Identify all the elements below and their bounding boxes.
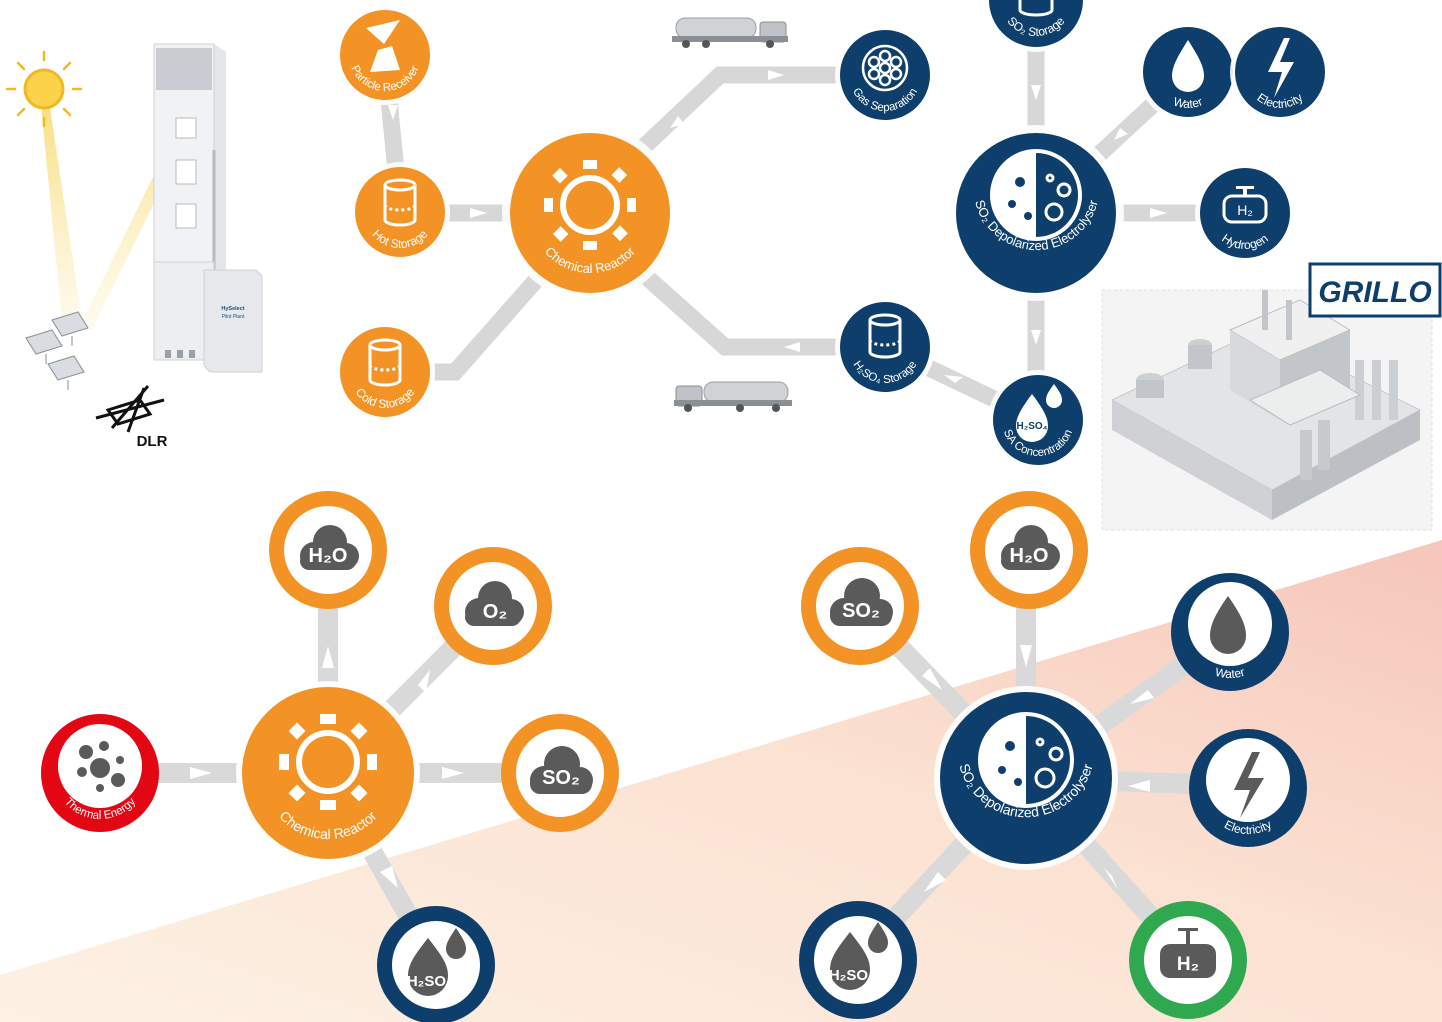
node-gas-separation: Gas Separation (835, 25, 935, 125)
bl-h2o-label: H₂O (309, 545, 348, 567)
br-node-h2: H₂ (1129, 901, 1247, 1019)
acid-drop-icon (408, 928, 466, 996)
sa-symbol: H₂SO₄ (1017, 421, 1048, 432)
pilot-plant-tower: HySelect Pilot Plant (153, 43, 263, 373)
solar-pilot-plant: HySelect Pilot Plant DLR (5, 43, 263, 450)
cloud-icon (530, 746, 593, 794)
svg-text:Electricity: Electricity (1222, 817, 1274, 837)
tank-icon (1018, 0, 1054, 17)
electrolyser-icon (978, 712, 1074, 808)
br-node-h2o: H₂O (970, 491, 1088, 609)
heliostat-icon (25, 311, 89, 390)
sun-icon (5, 50, 83, 128)
bl-o2-label: O₂ (483, 601, 507, 623)
node-h2so4-storage: H₂SO₄ Storage (835, 297, 935, 397)
node-sa-concentration: H₂SO₄ SA Concentration (988, 370, 1088, 470)
dlr-logo: DLR (95, 385, 168, 450)
tank-icon (868, 313, 902, 359)
tanker-truck-icon (674, 381, 792, 412)
lightning-icon (1234, 752, 1264, 818)
background-band (0, 540, 1442, 1022)
reactor-icon (279, 714, 377, 810)
br-node-electricity: Electricity (1189, 729, 1307, 847)
br-node-electrolyser: SO₂ Depolarized Electrolyser (934, 686, 1118, 870)
bottom-left-arrowheads (190, 646, 464, 888)
br-h2o-label: H₂O (1010, 545, 1049, 567)
svg-text:Hydrogen: Hydrogen (1219, 231, 1270, 252)
br-h2-label: H₂ (1177, 954, 1199, 975)
br-electricity-label: Electricity (1222, 817, 1274, 837)
node-chemical-reactor: Chemical Reactor (502, 125, 678, 301)
tank-icon (368, 338, 402, 387)
tank-icon (383, 178, 417, 227)
node-hydrogen: H₂ Hydrogen (1195, 163, 1295, 263)
top-arrowheads (388, 70, 1167, 383)
tanker-truck-icon (672, 17, 788, 48)
node-electrolyser: SO₂ Depolarized Electrolyser (948, 125, 1124, 301)
acid-drop-icon: H₂SO₄ (1016, 384, 1062, 442)
cloud-icon (465, 581, 524, 626)
br-h2so4-label: H₂SO₄ (829, 967, 875, 984)
cloud-icon (300, 525, 359, 570)
bl-node-o2: O₂ (434, 547, 552, 665)
bl-h2so4-label: H₂SO₄ (407, 973, 453, 990)
hydrogen-symbol: H₂ (1237, 202, 1253, 218)
cloud-icon (1001, 525, 1060, 570)
bl-node-so2: SO₂ (501, 714, 619, 832)
node-hot-storage: Hot Storage (350, 162, 450, 262)
br-node-so2: SO₂ (801, 547, 919, 665)
electrolyser-icon (990, 149, 1082, 241)
bl-node-chemical-reactor: Chemical Reactor (236, 681, 420, 865)
node-so2-storage: SO₂ Storage (984, 0, 1088, 52)
node-water: Water (1138, 22, 1238, 122)
pilot-plant-title: HySelect (221, 306, 244, 312)
br-so2-label: SO₂ (842, 600, 880, 622)
grillo-factory-illustration: GRILLO (1101, 262, 1442, 531)
lightning-icon (1268, 38, 1294, 98)
node-cold-storage: Cold Storage (335, 322, 435, 422)
node-electricity: Electricity (1230, 22, 1330, 122)
br-node-h2so4: H₂SO₄ (799, 901, 917, 1019)
electricity-label: Electricity (1255, 90, 1306, 111)
cloud-icon (830, 578, 893, 626)
bl-node-thermal-energy: Thermal Energy (41, 714, 159, 832)
water-drop-icon (1172, 40, 1204, 92)
svg-text:Electricity: Electricity (1255, 90, 1306, 111)
water-label: Water (1172, 94, 1205, 111)
hydrogen-tank-icon: H₂ (1160, 928, 1216, 978)
bl-node-h2o: H₂O (269, 491, 387, 609)
bl-so2-label: SO₂ (542, 767, 580, 789)
dlr-logo-text: DLR (137, 433, 168, 450)
gas-separation-icon (861, 44, 909, 92)
water-drop-icon (1210, 596, 1246, 654)
particle-receiver-icon (366, 20, 400, 72)
node-particle-receiver: Particle Receiver (335, 5, 435, 105)
grillo-logo: GRILLO (1318, 276, 1431, 309)
svg-text:Water: Water (1172, 94, 1205, 111)
bl-node-h2so4: H₂SO₄ (377, 906, 495, 1022)
hydrogen-label: Hydrogen (1219, 231, 1270, 252)
acid-drop-icon (830, 922, 888, 990)
br-node-water: Water (1171, 573, 1289, 691)
br-water-label: Water (1214, 665, 1247, 681)
particles-icon (77, 741, 125, 792)
svg-text:Water: Water (1214, 665, 1247, 681)
pilot-plant-subtitle: Pilot Plant (222, 314, 245, 320)
bottom-right-arrowheads (922, 645, 1154, 892)
hydrogen-tank-icon: H₂ (1222, 186, 1268, 224)
